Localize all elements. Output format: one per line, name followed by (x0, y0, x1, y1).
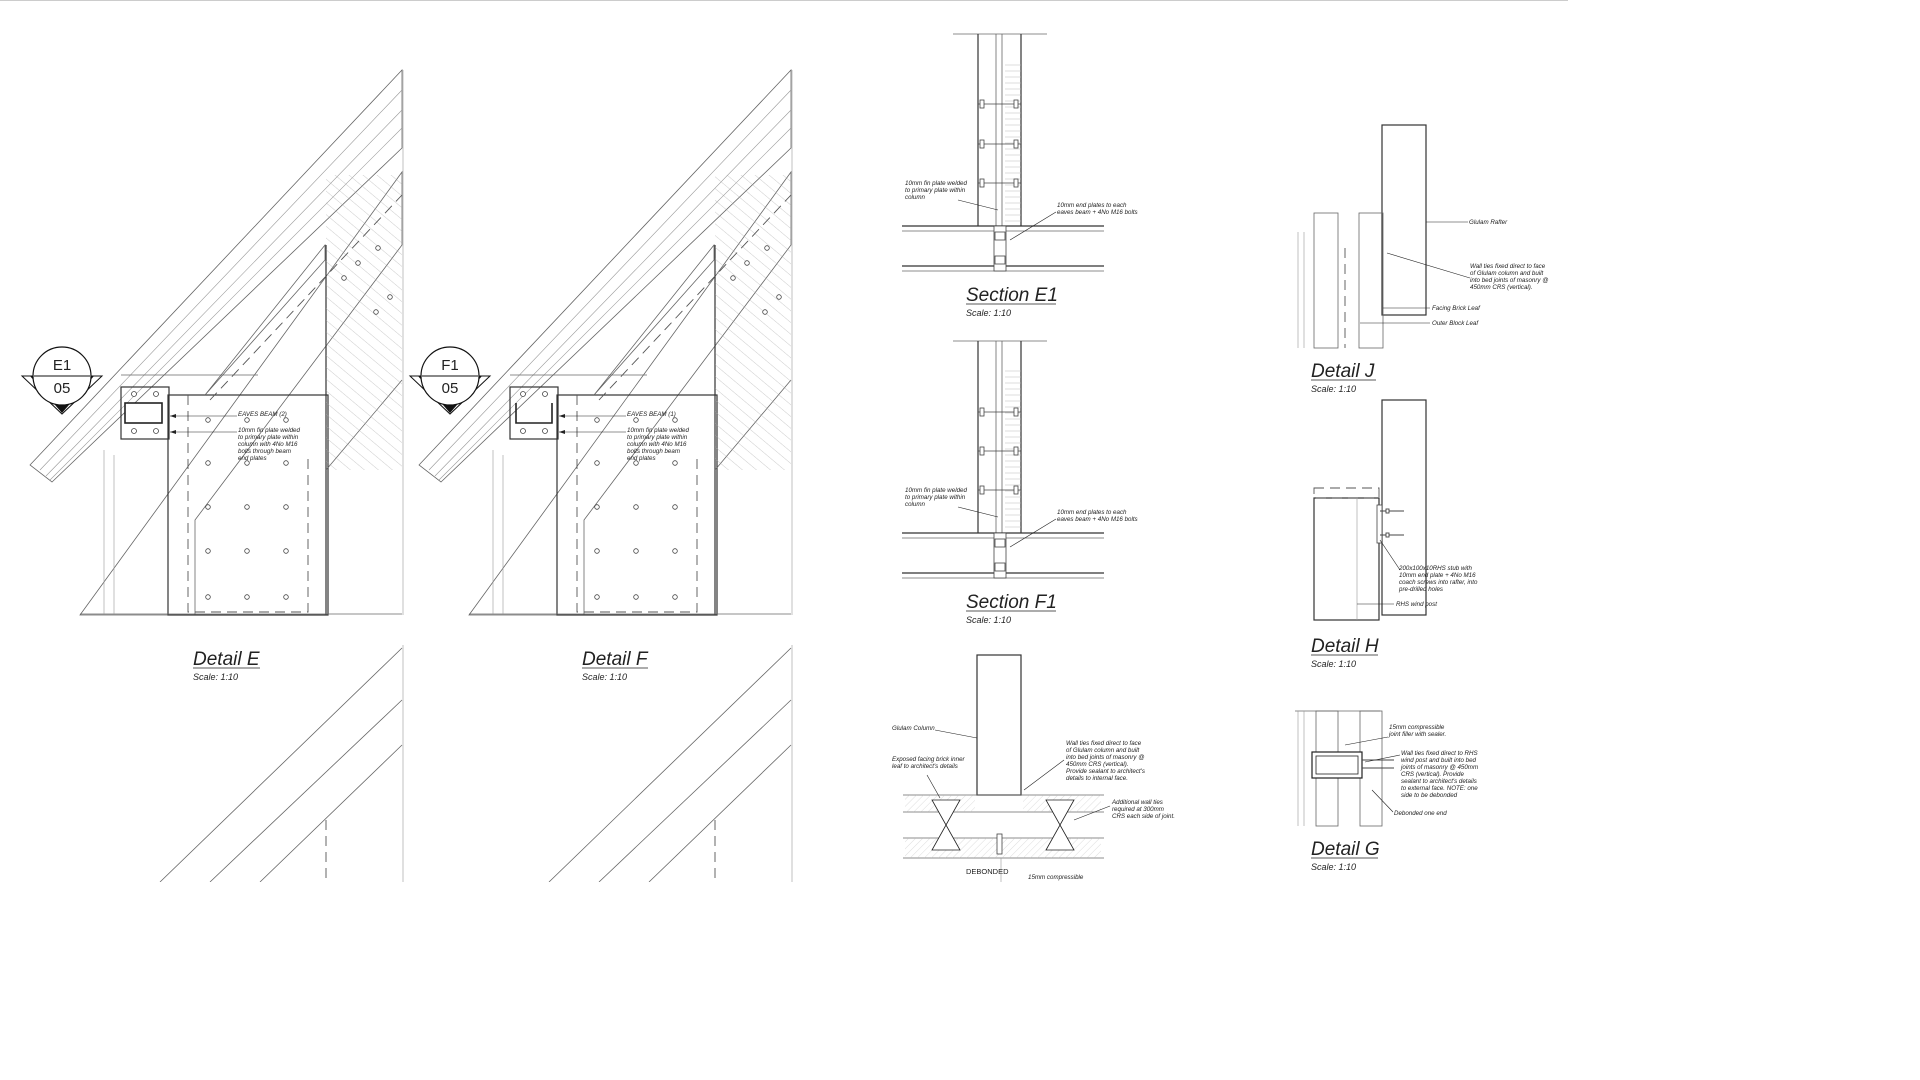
detail-j-scale: Scale: 1:10 (1311, 384, 1356, 394)
detail-e-lower-partial (159, 645, 404, 882)
detail-f-note: 10mm fin plate welded to primary plate w… (627, 427, 691, 462)
section-e1-drawing (902, 33, 1104, 272)
bubble-sheet-e1: 05 (54, 380, 71, 397)
detail-g-drawing (1295, 710, 1401, 827)
detail-f-lower-partial (548, 645, 793, 882)
wall-ties-column-note: Wall ties fixed direct to face of Glulam… (1066, 740, 1147, 782)
detail-g-scale: Scale: 1:10 (1311, 862, 1356, 872)
section-e1-title: Section E1 (966, 285, 1058, 306)
glulam-rafter-f (418, 68, 792, 483)
detail-j-ties-note: Wall ties fixed direct to face of Glulam… (1470, 263, 1550, 291)
joint-filler-note: 15mm compressible joint filler with seal… (1388, 724, 1446, 738)
pfc-beam-f (515, 403, 553, 424)
detail-g-title: Detail G (1311, 839, 1380, 860)
column-bolts-f (594, 245, 782, 600)
detail-e-note: 10mm fin plate welded to primary plate w… (238, 427, 302, 462)
detail-h-scale: Scale: 1:10 (1311, 659, 1356, 669)
detail-h-drawing (1313, 399, 1427, 621)
detail-j-title: Detail J (1311, 361, 1375, 382)
section-e1-left-note: 10mm fin plate welded to primary plate w… (905, 180, 969, 201)
end-plate-e (120, 386, 170, 440)
bubble-id-f1: F1 (441, 357, 459, 374)
rhs-stub-note: 200x100x10RHS stub with 10mm end plate +… (1398, 565, 1479, 593)
detail-h-title: Detail H (1311, 636, 1379, 657)
section-f1-scale: Scale: 1:10 (966, 615, 1011, 625)
exposed-brick-note: Exposed facing brick inner leaf to archi… (892, 756, 966, 770)
section-f1-title: Section F1 (966, 592, 1057, 613)
glulam-column-label: Glulam Column (892, 725, 935, 732)
detail-e-title: Detail E (193, 649, 260, 670)
column-bolts-e (205, 245, 393, 600)
compressible-label: 15mm compressible (1028, 874, 1084, 881)
glulam-column-e (167, 394, 329, 616)
glulam-rafter-e (29, 68, 403, 483)
section-e1-right-note: 10mm end plates to each eaves beam + 4No… (1057, 202, 1138, 216)
section-e1-scale: Scale: 1:10 (966, 308, 1011, 318)
section-bubble-e1[interactable]: E1 05 (20, 346, 104, 415)
detail-f-scale: Scale: 1:10 (582, 672, 627, 682)
eaves-beam-label-e: EAVES BEAM (2) (238, 411, 287, 418)
detail-e-drawing (29, 68, 403, 616)
facing-brick-label: Facing Brick Leaf (1432, 305, 1481, 312)
glulam-rafter-label: Glulam Rafter (1469, 219, 1508, 226)
detail-e-scale: Scale: 1:10 (193, 672, 238, 682)
detail-g-ties-note: Wall ties fixed direct to RHS wind post … (1400, 750, 1480, 799)
debonded-label: DEBONDED (966, 867, 1009, 876)
eaves-beam-label-f: EAVES BEAM (1) (627, 411, 676, 418)
rhs-wind-post-h (1313, 497, 1380, 621)
bubble-id-e1: E1 (53, 357, 71, 374)
detail-f-title: Detail F (582, 649, 649, 670)
section-f1-drawing (902, 340, 1104, 579)
drawing-sheet: EAVES BEAM (2) 10mm fin plate welded to … (0, 0, 1568, 882)
detail-j-drawing (1297, 124, 1471, 349)
column-wall-drawing (903, 654, 1111, 882)
glulam-column-f (556, 394, 718, 616)
section-bubble-f1[interactable]: F1 05 (408, 346, 492, 415)
section-f1-right-note: 10mm end plates to each eaves beam + 4No… (1057, 509, 1138, 523)
section-f1-left-note: 10mm fin plate welded to primary plate w… (905, 487, 969, 508)
glulam-rafter-j (1381, 124, 1427, 316)
outer-block-label: Outer Block Leaf (1432, 320, 1479, 327)
debonded-one-end-label: Debonded one end (1394, 810, 1447, 817)
rhs-beam-e (124, 402, 163, 424)
end-plate-f (509, 386, 559, 440)
bubble-sheet-f1: 05 (442, 380, 459, 397)
rhs-wind-post-label: RHS wind post (1396, 601, 1437, 608)
additional-ties-note: Additional wall ties required at 300mm C… (1111, 799, 1175, 820)
detail-f-drawing (418, 68, 792, 616)
